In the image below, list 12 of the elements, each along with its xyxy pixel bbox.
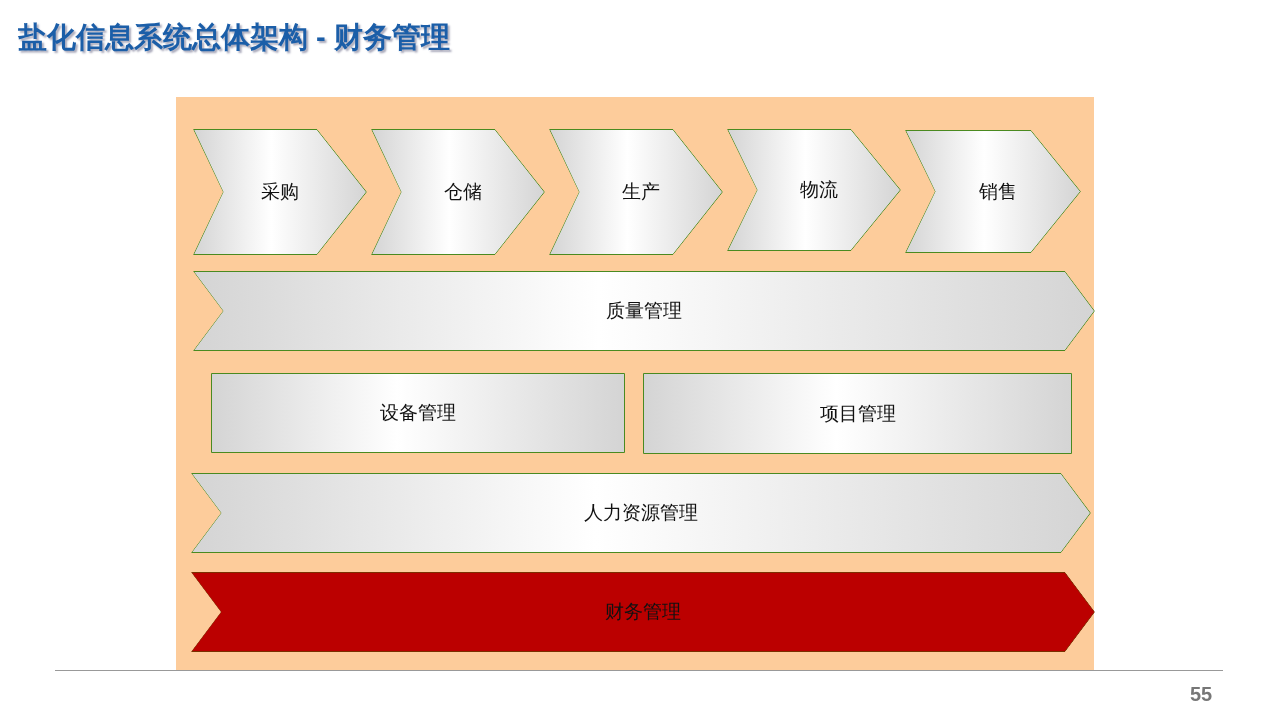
process-step: 生产 [549, 129, 723, 255]
module-band: 人力资源管理 [191, 473, 1091, 553]
module-box: 设备管理 [211, 373, 625, 453]
module-band: 财务管理 [191, 572, 1095, 652]
page-number: 55 [1190, 683, 1213, 706]
process-step: 采购 [193, 129, 367, 255]
process-step: 物流 [727, 129, 901, 251]
process-step: 仓储 [371, 129, 545, 255]
module-band: 质量管理 [193, 271, 1095, 351]
process-step: 销售 [905, 130, 1081, 253]
module-box: 项目管理 [643, 373, 1072, 454]
slide-title: 盐化信息系统总体架构 - 财务管理 [18, 20, 450, 55]
